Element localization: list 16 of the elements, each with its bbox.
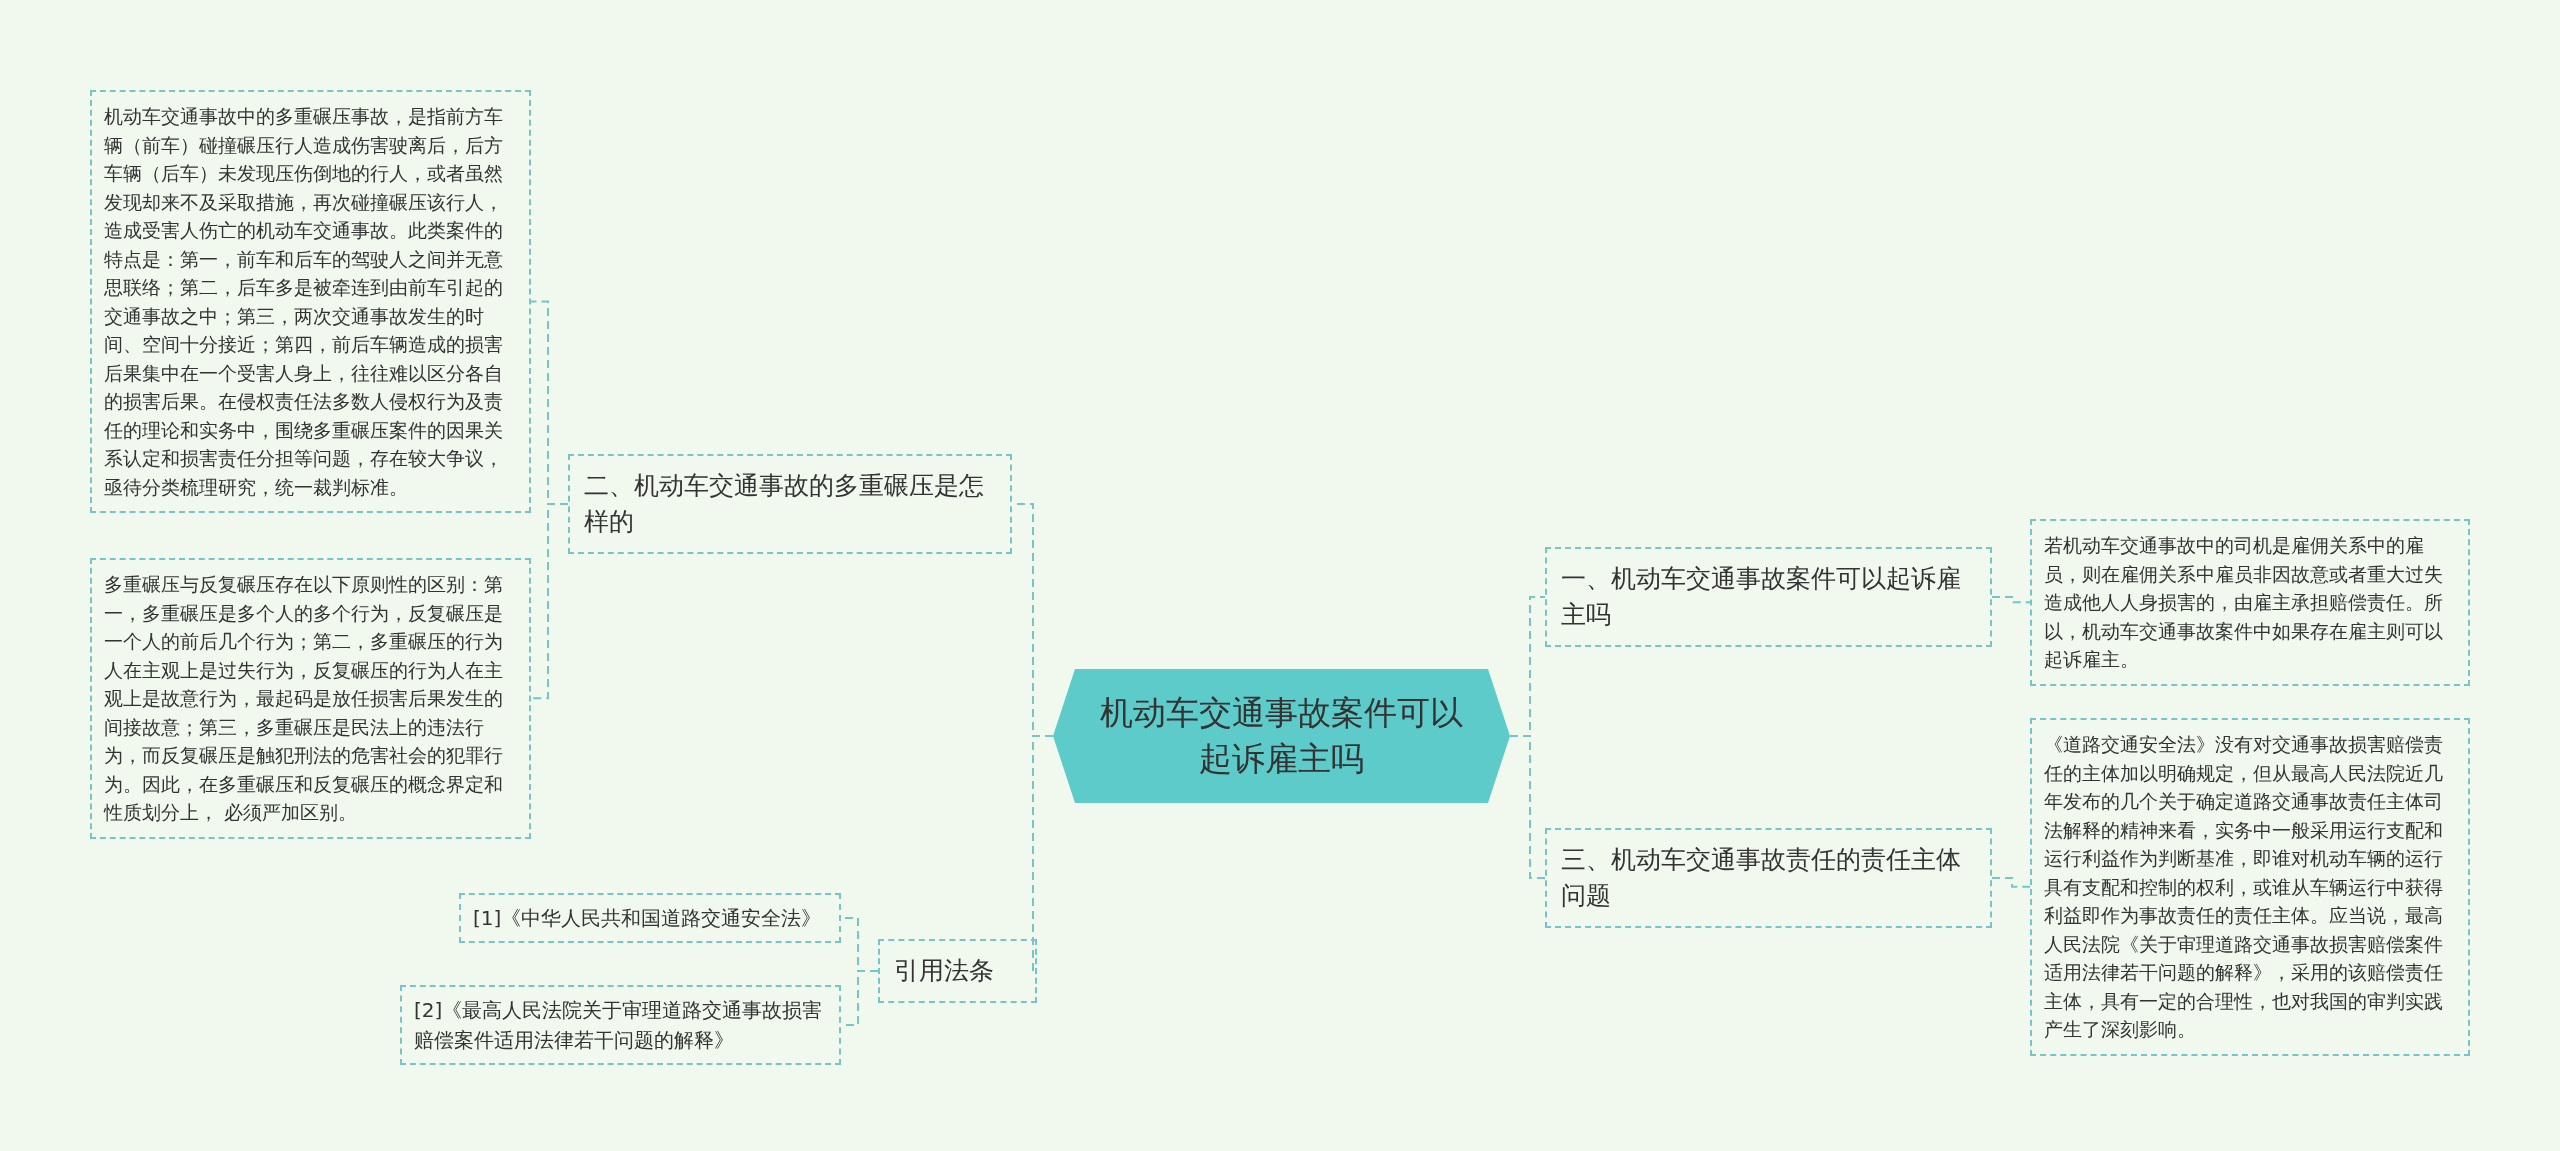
reference-box: [2]《最高人民法院关于审理道路交通事故损害赔偿案件适用法律若干问题的解释》 xyxy=(400,985,841,1065)
connector-line xyxy=(1991,877,2031,888)
note-box: 《道路交通安全法》没有对交通事故损害赔偿责任的主体加以明确规定，但从最高人民法院近几年发布的几个关于确定道路交通事故责任主体司法解释的精神来看，实务中一般采用运行支配和运行利益作为判断基准，即谁对机动车辆的运行具有支配和控制的权利，或谁从车辆运行中获得利益即作为事故责任的责任主体。应当说，最高人民法院《关于审理道路交通事故损害赔偿案件适用法律若干问题的解释》，采用的该赔偿责任主体，具有一定的合理性，也对我国的审判实践产生了深刻影响。 xyxy=(2030,718,2470,1056)
note-box: 若机动车交通事故中的司机是雇佣关系中的雇员，则在雇佣关系中雇员非因故意或者重大过失造成他人人身损害的，由雇主承担赔偿责任。所以，机动车交通事故案件中如果存在雇主则可以起诉雇主。 xyxy=(2030,519,2470,686)
connector-line xyxy=(1509,735,1546,879)
reference-box: [1]《中华人民共和国道路交通安全法》 xyxy=(459,893,841,943)
note-box: 机动车交通事故中的多重碾压事故，是指前方车辆（前车）碰撞碾压行人造成伤害驶离后，后方车辆（后车）未发现压伤倒地的行人，或者虽然发现却来不及采取措施，再次碰撞碾压该行人，造成受害人伤亡的机动车交通事故。此类案件的特点是：第一，前车和后车的驾驶人之间并无意思联络；第二，后车多是被牵连到由前车引起的交通事故之中；第三，两次交通事故发生的时间、空间十分接近；第四，前后车辆造成的损害后果集中在一个受害人身上，往往难以区分各自的损害后果。在侵权责任法多数人侵权行为及责任的理论和实务中，围绕多重碾压案件的因果关系认定和损害责任分担等问题，存在较大争议，亟待分类梳理研究，统一裁判标准。 xyxy=(90,90,531,513)
topic-box: 三、机动车交通事故责任的责任主体问题 xyxy=(1545,828,1992,928)
connector-line xyxy=(530,503,569,700)
topic-box: 引用法条 xyxy=(878,939,1037,1003)
connector-line xyxy=(1991,596,2031,604)
central-topic-hexagon: 机动车交通事故案件可以起诉雇主吗 xyxy=(1053,669,1510,803)
note-box: 多重碾压与反复碾压存在以下原则性的区别：第一，多重碾压是多个人的多个行为，反复碾压是一个人的前后几个行为；第二，多重碾压的行为人在主观上是过失行为，反复碾压的行为人在主观上是故意行为，最起码是放任损害后果发生的间接故意；第三，多重碾压是民法上的违法行为，而反复碾压是触犯刑法的危害社会的犯罪行为。因此，在多重碾压和反复碾压的概念界定和性质划分上， 必须严加区别。 xyxy=(90,558,531,839)
topic-box: 一、机动车交通事故案件可以起诉雇主吗 xyxy=(1545,547,1992,647)
topic-box: 二、机动车交通事故的多重碾压是怎样的 xyxy=(568,454,1012,554)
connector-line xyxy=(1032,735,1054,972)
